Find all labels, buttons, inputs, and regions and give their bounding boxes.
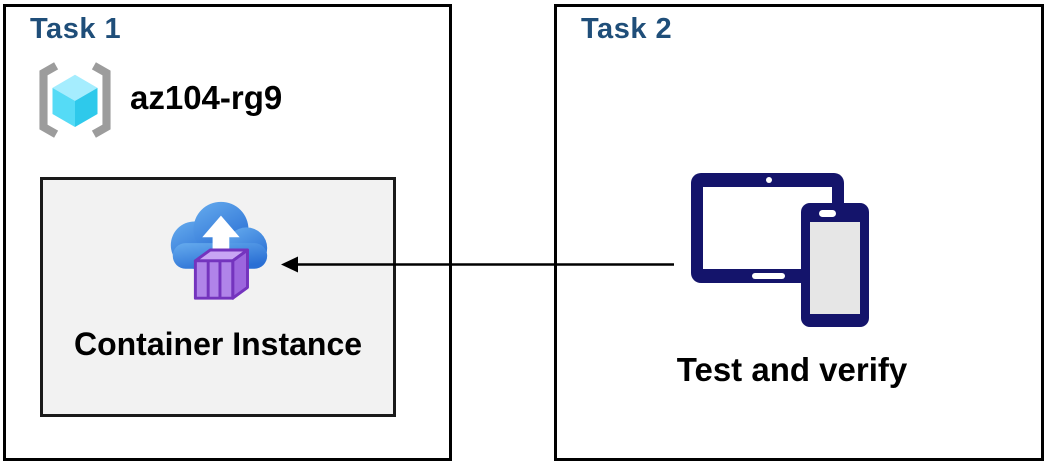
container-instance-icon — [170, 201, 268, 300]
upload-arrow-icon — [202, 215, 240, 269]
task2-box: Task 2 Test and verify — [554, 4, 1044, 461]
phone-icon — [801, 203, 869, 327]
task2-title: Task 2 — [581, 13, 673, 45]
resource-group-name: az104-rg9 — [130, 79, 283, 116]
task1-box: Task 1 az104-rg9 — [3, 4, 452, 461]
connector-arrow — [281, 256, 674, 273]
task1-title: Task 1 — [30, 13, 122, 45]
arrowhead-left-icon — [281, 256, 298, 273]
phone-speaker — [819, 210, 836, 217]
test-and-verify-label: Test and verify — [676, 351, 908, 388]
container-instance-label: Container Instance — [73, 326, 363, 362]
resource-group-icon — [39, 62, 111, 138]
container-cube — [193, 248, 249, 300]
tablet-home-button — [752, 273, 785, 279]
container-instance-box: Container Instance — [40, 177, 396, 417]
tablet-camera-dot — [766, 177, 772, 183]
devices-icon — [691, 173, 869, 327]
